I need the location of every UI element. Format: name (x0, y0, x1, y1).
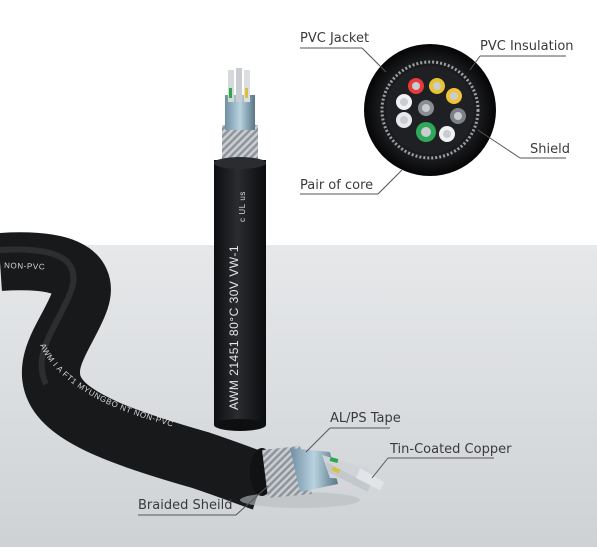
curved-cable (0, 232, 272, 510)
cross-section (360, 40, 500, 180)
vertical-cable-print: AWM 21451 80°C 30V VW-1 (227, 245, 241, 410)
label-pvc-jacket: PVC Jacket (300, 31, 370, 46)
left-end-print: NON-PVC (4, 261, 45, 271)
label-shield: Shield (530, 142, 570, 157)
label-al-ps-tape: AL/PS Tape (330, 411, 401, 426)
tin-copper-strands (356, 468, 384, 490)
label-tin-coated-copper: Tin-Coated Copper (390, 442, 512, 457)
ul-mark: c UL us (238, 191, 247, 222)
callout-lines (138, 47, 566, 516)
label-braided-shield: Braided Sheild (138, 498, 233, 513)
vertical-cable (214, 160, 266, 425)
label-pair-of-core: Pair of core (300, 178, 374, 193)
label-pvc-insulation: PVC Insulation (480, 39, 574, 54)
